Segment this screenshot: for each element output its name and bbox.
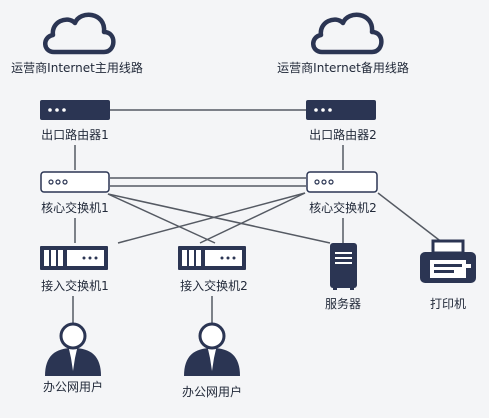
access-switch-icon: [178, 246, 246, 270]
link-core2-printer: [377, 192, 444, 244]
printer-icon: [420, 239, 476, 283]
link-core2-access1: [117, 192, 306, 244]
access2-label: 接入交换机2: [180, 279, 248, 293]
switch-icon: [40, 171, 110, 193]
user-icon: [45, 296, 101, 376]
users1-label: 办公网用户: [42, 380, 104, 394]
isp-backup-label: 运营商Internet备用线路: [277, 61, 409, 75]
router-icon: [40, 100, 110, 120]
printer-label: 打印机: [429, 297, 467, 311]
router-icon: [306, 100, 376, 120]
router1-label: 出口路由器1: [41, 128, 109, 142]
link-core1-server: [107, 193, 331, 244]
link-core1-access2: [107, 193, 216, 244]
users2-label: 办公网用户: [181, 385, 243, 399]
switch-icon: [306, 171, 378, 193]
cloud-icon: [43, 12, 116, 55]
core1-label: 核心交换机1: [41, 201, 109, 215]
server-label: 服务器: [324, 297, 362, 311]
access-switch-icon: [40, 246, 108, 270]
router2-label: 出口路由器2: [309, 128, 377, 142]
server-icon: [330, 243, 357, 290]
isp-main-label: 运营商Internet主用线路: [11, 61, 143, 75]
links: [74, 109, 444, 244]
core2-label: 核心交换机2: [309, 201, 377, 215]
user-icon: [184, 296, 240, 376]
cloud-icon: [311, 12, 384, 55]
link-core2-access2: [199, 192, 306, 244]
access1-label: 接入交换机1: [41, 279, 109, 293]
